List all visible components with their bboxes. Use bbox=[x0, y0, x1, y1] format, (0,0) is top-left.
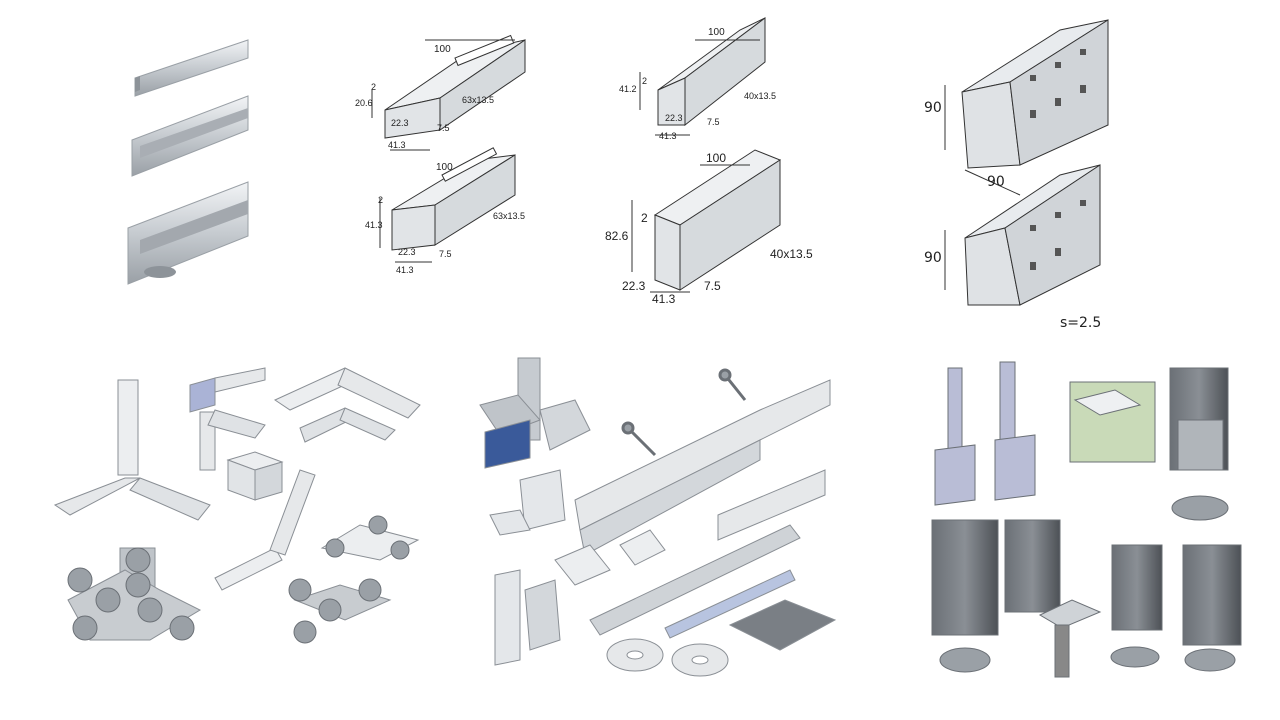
clamp-levers bbox=[621, 368, 747, 457]
profile-double-large-drawing bbox=[631, 149, 782, 293]
dim-lip-4: 22.3 bbox=[622, 279, 646, 293]
dim-square-width: 90 bbox=[987, 174, 1005, 190]
profile-double-small-drawing bbox=[639, 17, 766, 136]
dim-slot-2: 63x13.5 bbox=[493, 211, 525, 221]
dim-lip-3: 22.3 bbox=[665, 113, 683, 123]
connectors-clamps-render bbox=[479, 357, 837, 666]
dim-hole-3: 7.5 bbox=[707, 117, 720, 127]
dim-slot-4: 40x13.5 bbox=[770, 247, 813, 261]
dim-thickness-1: 2 bbox=[371, 82, 376, 92]
channel-profiles-photo bbox=[127, 39, 249, 285]
dim-hole-2: 7.5 bbox=[439, 249, 452, 259]
dim-thickness-2: 2 bbox=[378, 195, 383, 205]
profile-small-drawing bbox=[371, 34, 526, 151]
dim-thickness-4: 2 bbox=[641, 211, 648, 225]
dim-width-4: 41.3 bbox=[652, 292, 676, 306]
dim-height-2: 41.3 bbox=[365, 220, 383, 230]
dim-square-wall: s=2.5 bbox=[1060, 315, 1101, 331]
dim-width-2: 41.3 bbox=[396, 265, 414, 275]
round-washers bbox=[606, 638, 729, 677]
dim-height-1: 20.6 bbox=[355, 98, 373, 108]
dim-width-3: 41.3 bbox=[659, 131, 677, 141]
dim-length-1: 100 bbox=[434, 44, 451, 55]
dim-square-height-bottom: 90 bbox=[924, 250, 942, 266]
dim-length-2: 100 bbox=[436, 162, 453, 173]
dim-height-3: 41.2 bbox=[619, 84, 637, 94]
dim-length-4: 100 bbox=[706, 151, 726, 165]
square-profile-drawing bbox=[944, 19, 1109, 306]
dim-lip-2: 22.3 bbox=[398, 247, 416, 257]
dim-slot-3: 40x13.5 bbox=[744, 91, 776, 101]
dim-hole-4: 7.5 bbox=[704, 279, 721, 293]
dim-width-1: 41.3 bbox=[388, 140, 406, 150]
profile-mid-drawing bbox=[379, 147, 516, 263]
dim-hole-1: 7.5 bbox=[437, 123, 450, 133]
dim-length-3: 100 bbox=[708, 27, 725, 38]
dim-height-4: 82.6 bbox=[605, 229, 629, 243]
roller-wheels bbox=[67, 515, 410, 644]
dim-slot-1: 63x13.5 bbox=[462, 95, 494, 105]
dim-square-height-top: 90 bbox=[924, 100, 942, 116]
dim-thickness-3: 2 bbox=[642, 76, 647, 86]
dim-lip-1: 22.3 bbox=[391, 118, 409, 128]
square-profile-slots bbox=[1030, 49, 1086, 270]
feet-adapters-render bbox=[931, 361, 1242, 678]
